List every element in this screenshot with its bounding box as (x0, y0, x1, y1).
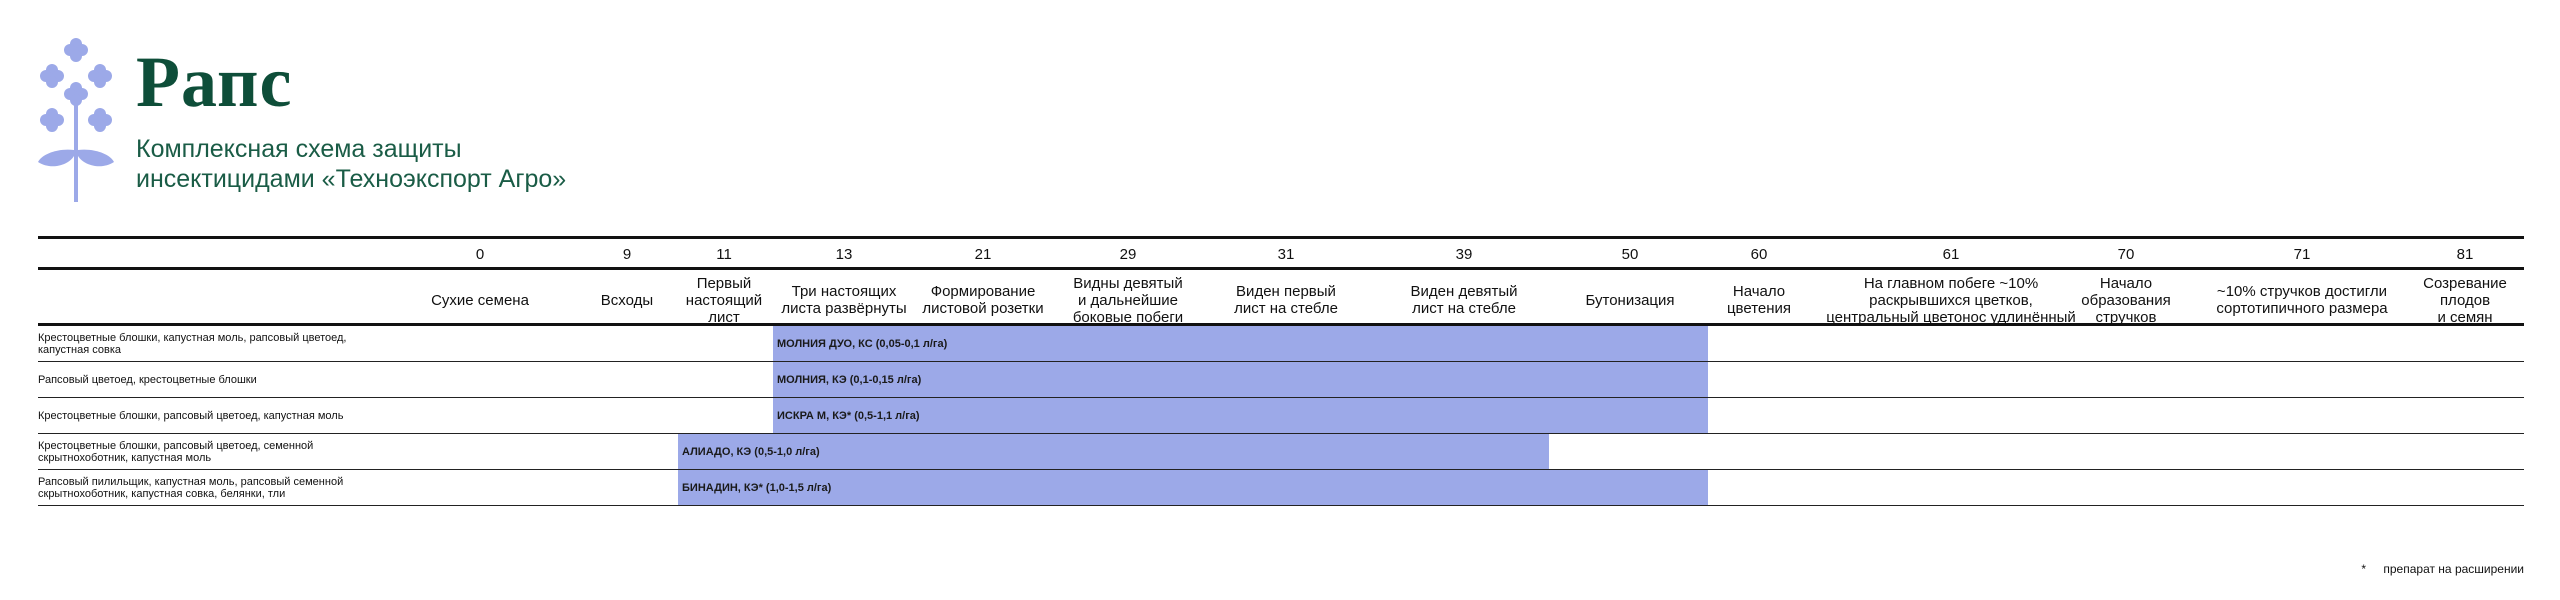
stage-number: 39 (1455, 246, 1473, 263)
stage-label: Формирование листовой розетки (922, 283, 1044, 317)
stage-number: 81 (2456, 246, 2474, 263)
stage-label: Три настоящих листа развёрнуты (781, 283, 907, 317)
stage-number: 13 (835, 246, 853, 263)
treatment-period-bar: МОЛНИЯ, КЭ (0,1-0,15 л/га) (773, 362, 1708, 398)
treatment-period-bar: ИСКРА М, КЭ* (0,5-1,1 л/га) (773, 398, 1708, 434)
row-divider (38, 397, 2524, 398)
row-divider (38, 505, 2524, 506)
pest-list: Рапсовый пилильщик, капустная моль, рапс… (38, 476, 344, 500)
row-divider (38, 361, 2524, 362)
stage-label: Первый настоящий лист (685, 274, 763, 326)
table-row: МОЛНИЯ, КЭ (0,1-0,15 л/га) Рапсовый цвето… (38, 362, 2524, 398)
footnote-star: * (2361, 562, 2367, 576)
pest-list: Рапсовый цветоед, крестоцветные блошки (38, 374, 257, 386)
table-body-rule (38, 323, 2524, 326)
stage-label: Созревание плодов и семян (2423, 274, 2507, 326)
stage-number: 9 (622, 246, 632, 263)
treatment-period-bar: БИНАДИН, КЭ* (1,0-1,5 л/га) (678, 470, 1708, 506)
table-row: БИНАДИН, КЭ* (1,0-1,5 л/га) Рапсовый пили… (38, 470, 2524, 506)
stage-label: ~10% стручков достигли сортотипичного ра… (2216, 283, 2388, 317)
stage-label: Сухие семена (431, 291, 529, 309)
stage-number: 31 (1277, 246, 1295, 263)
table-row: МОЛНИЯ ДУО, КС (0,05-0,1 л/га) Крестоцвет… (38, 326, 2524, 362)
stage-label: Виден первый лист на стебле (1234, 283, 1338, 317)
pest-list: Крестоцветные блошки, рапсовый цветоед, … (38, 410, 344, 422)
stage-number: 29 (1119, 246, 1137, 263)
page-title: Рапс (136, 42, 293, 122)
rapeseed-flower-icon (38, 38, 114, 202)
stage-number: 0 (475, 246, 485, 263)
stage-number: 50 (1621, 246, 1639, 263)
stage-label: Видны девятый и дальнейшие боковые побег… (1072, 274, 1184, 326)
table-top-rule (38, 236, 2524, 239)
table-header-rule (38, 267, 2524, 270)
page-subtitle: Комплексная схема защиты инсектицидами «… (136, 134, 836, 194)
stage-label: На главном побеге ~10% раскрывшихся цвет… (1826, 274, 2076, 326)
row-divider (38, 469, 2524, 470)
subtitle-line-1: Комплексная схема защиты (136, 135, 462, 163)
footnote: * препарат на расширении (2361, 562, 2524, 576)
stage-label: Начало цветения (1726, 283, 1792, 317)
stage-number: 71 (2293, 246, 2311, 263)
pest-list: Крестоцветные блошки, рапсовый цветоед, … (38, 440, 314, 464)
row-divider (38, 433, 2524, 434)
stage-label: Бутонизация (1585, 291, 1675, 309)
treatment-period-bar: АЛИАДО, КЭ (0,5-1,0 л/га) (678, 434, 1549, 470)
treatment-period-bar: МОЛНИЯ ДУО, КС (0,05-0,1 л/га) (773, 326, 1708, 362)
table-row: АЛИАДО, КЭ (0,5-1,0 л/га) Крестоцветные б… (38, 434, 2524, 470)
stage-number: 11 (716, 246, 732, 263)
stage-number: 60 (1750, 246, 1768, 263)
stage-label: Всходы (600, 291, 654, 309)
table-row: ИСКРА М, КЭ* (0,5-1,1 л/га) Крестоцветные… (38, 398, 2524, 434)
stage-label: Начало образования стручков (2081, 274, 2171, 326)
footnote-text: препарат на расширении (2383, 562, 2524, 576)
stage-number: 61 (1942, 246, 1960, 263)
stage-number: 21 (974, 246, 992, 263)
subtitle-line-2: инсектицидами «Техноэкспорт Агро» (136, 165, 567, 193)
pest-list: Крестоцветные блошки, капустная моль, ра… (38, 332, 347, 356)
stage-label: Виден девятый лист на стебле (1410, 283, 1518, 317)
stage-number: 70 (2117, 246, 2135, 263)
